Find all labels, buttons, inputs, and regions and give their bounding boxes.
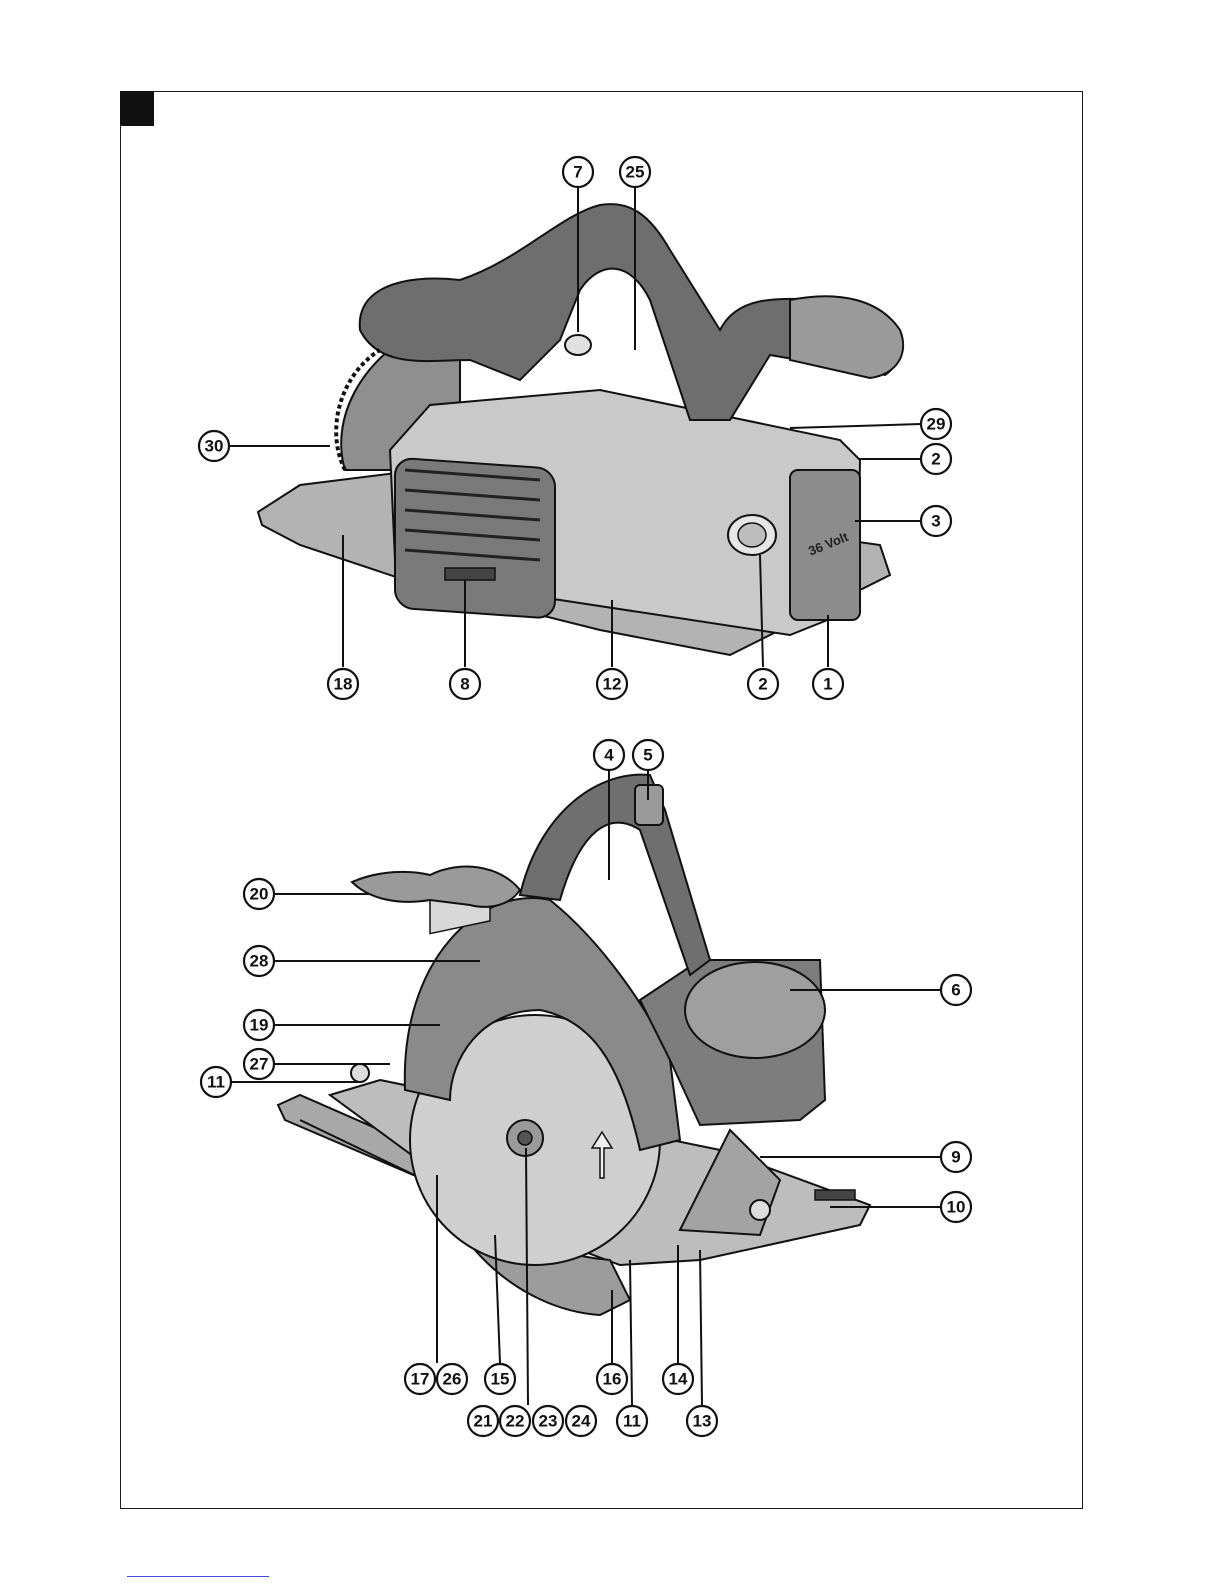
svg-text:9: 9 — [951, 1148, 960, 1167]
svg-text:3: 3 — [931, 512, 940, 531]
svg-text:15: 15 — [491, 1370, 510, 1389]
callout-18: 18 — [328, 669, 358, 699]
callout-22: 22 — [500, 1406, 530, 1436]
svg-text:1: 1 — [823, 675, 832, 694]
callout-4: 4 — [594, 740, 624, 770]
svg-text:6: 6 — [951, 981, 960, 1000]
callout-3: 3 — [921, 506, 951, 536]
svg-text:14: 14 — [669, 1370, 688, 1389]
svg-text:11: 11 — [207, 1073, 225, 1092]
callout-11-left: 11 — [201, 1067, 231, 1097]
callout-10: 10 — [941, 1192, 971, 1222]
svg-text:21: 21 — [474, 1412, 493, 1431]
callout-26: 26 — [437, 1364, 467, 1394]
callout-7: 7 — [563, 157, 593, 187]
callout-17: 17 — [405, 1364, 435, 1394]
rear-grip-bottom-view — [352, 867, 520, 907]
callout-5: 5 — [633, 740, 663, 770]
svg-text:13: 13 — [693, 1412, 712, 1431]
bevel-lock-lever — [815, 1190, 855, 1200]
svg-text:10: 10 — [947, 1198, 966, 1217]
svg-text:30: 30 — [205, 437, 224, 456]
svg-text:25: 25 — [626, 163, 645, 182]
svg-text:24: 24 — [572, 1412, 591, 1431]
svg-text:7: 7 — [573, 163, 582, 182]
svg-text:2: 2 — [931, 450, 940, 469]
callout-12: 12 — [597, 669, 627, 699]
svg-text:5: 5 — [643, 746, 652, 765]
svg-text:22: 22 — [506, 1412, 525, 1431]
svg-text:23: 23 — [539, 1412, 558, 1431]
battery-cap — [685, 962, 825, 1058]
svg-text:12: 12 — [603, 675, 622, 694]
saw-bottom-view — [278, 775, 870, 1315]
svg-text:2: 2 — [758, 675, 767, 694]
callout-15: 15 — [485, 1364, 515, 1394]
callout-28: 28 — [244, 946, 274, 976]
svg-text:18: 18 — [334, 675, 353, 694]
callout-20: 20 — [244, 879, 274, 909]
callout-14: 14 — [663, 1364, 693, 1394]
callout-8: 8 — [450, 669, 480, 699]
callout-1: 1 — [813, 669, 843, 699]
callout-30: 30 — [199, 431, 229, 461]
callout-16: 16 — [597, 1364, 627, 1394]
callout-9: 9 — [941, 1142, 971, 1172]
spindle-lock-knob — [565, 335, 591, 355]
guide-locking-screw — [351, 1064, 369, 1082]
callout-13: 13 — [687, 1406, 717, 1436]
svg-text:8: 8 — [460, 675, 469, 694]
callout-2-upper: 2 — [921, 444, 951, 474]
callout-2-lower: 2 — [748, 669, 778, 699]
svg-text:17: 17 — [411, 1370, 430, 1389]
callout-24: 24 — [566, 1406, 596, 1436]
callout-6: 6 — [941, 975, 971, 1005]
front-handle-grip — [790, 296, 903, 378]
callout-29: 29 — [921, 409, 951, 439]
svg-text:27: 27 — [250, 1055, 269, 1074]
saw-top-view: 36 Volt — [258, 204, 903, 655]
svg-text:28: 28 — [250, 952, 269, 971]
svg-text:26: 26 — [443, 1370, 462, 1389]
svg-text:19: 19 — [250, 1016, 269, 1035]
callout-23: 23 — [533, 1406, 563, 1436]
callout-19: 19 — [244, 1010, 274, 1040]
svg-text:4: 4 — [604, 746, 614, 765]
depth-adjust-lever — [445, 568, 495, 580]
svg-text:16: 16 — [603, 1370, 622, 1389]
svg-text:20: 20 — [250, 885, 269, 904]
callout-21: 21 — [468, 1406, 498, 1436]
svg-text:29: 29 — [927, 415, 946, 434]
callout-11-bottom: 11 — [617, 1406, 647, 1436]
svg-text:11: 11 — [623, 1412, 641, 1431]
callout-27: 27 — [244, 1049, 274, 1079]
callout-25: 25 — [620, 157, 650, 187]
footer-rule — [127, 1576, 269, 1577]
